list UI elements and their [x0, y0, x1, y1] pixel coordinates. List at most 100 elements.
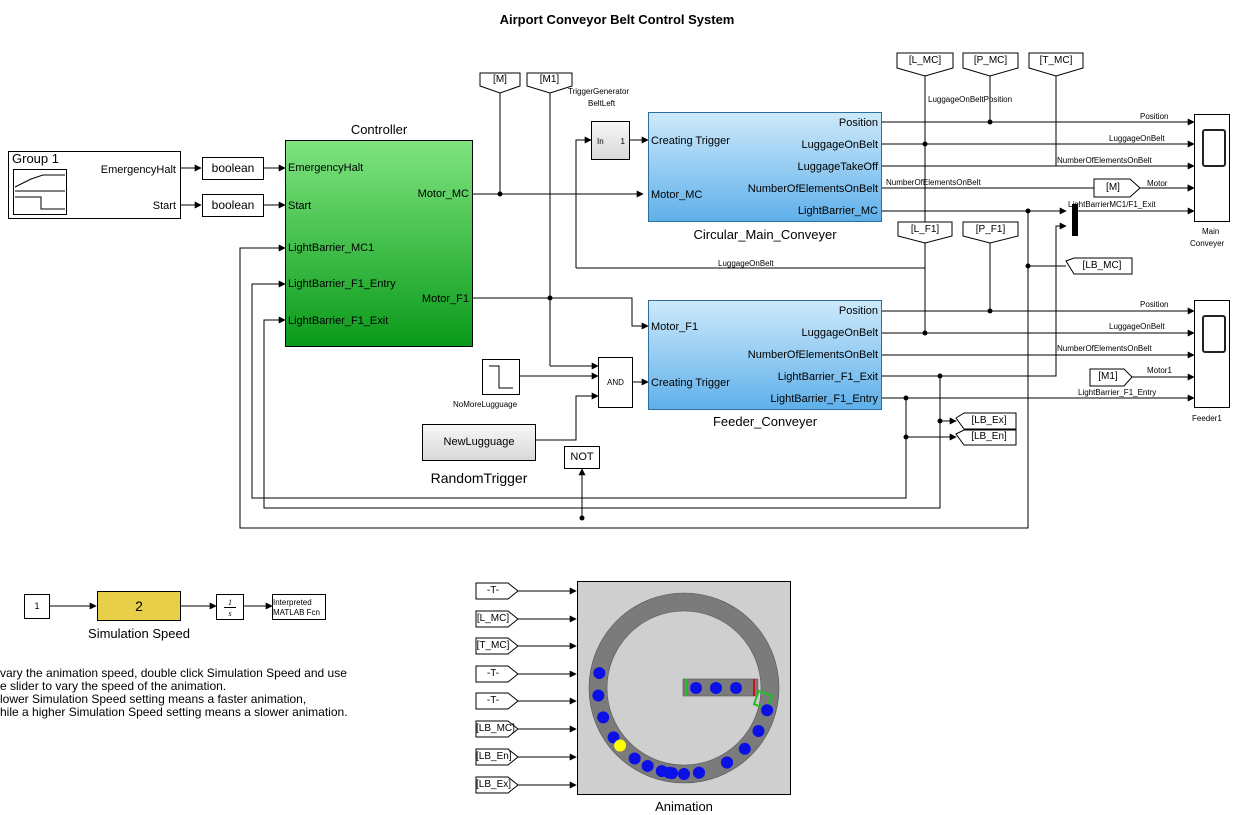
- wire-main-lb: LightBarrierMC1/F1_Exit: [1068, 200, 1156, 209]
- animation-block[interactable]: [577, 581, 791, 795]
- wire-main-numel2: NumberOfElementsOnBelt: [886, 178, 981, 187]
- group-name: Group 1: [12, 151, 59, 166]
- luggage-dot: [678, 768, 690, 780]
- wire-main-position: Position: [1140, 112, 1169, 121]
- feeder-luggage-dot: [710, 682, 722, 694]
- convert-emergencyhalt[interactable]: boolean: [202, 157, 264, 180]
- integrator-num: 1: [228, 598, 232, 607]
- feeder-out-numelements: NumberOfElementsOnBelt: [747, 349, 878, 361]
- simulation-speed-block[interactable]: 2: [97, 591, 181, 621]
- trigger-gen-label2: BeltLeft: [588, 99, 616, 108]
- note-line-1: vary the animation speed, double click S…: [0, 666, 347, 680]
- feeder-luggage-dot: [730, 682, 742, 694]
- goto-l-mc[interactable]: [L_MC]: [908, 55, 942, 66]
- feeder-in-creating-trigger: Creating Trigger: [651, 377, 730, 389]
- trigger-generator-block[interactable]: In 1: [591, 121, 630, 160]
- anim-from-2[interactable]: [L_MC]: [476, 613, 510, 624]
- goto-lb-mc[interactable]: [LB_MC]: [1082, 260, 1122, 271]
- no-more-label: NoMoreLugguage: [453, 400, 518, 409]
- anim-from-7[interactable]: [LB_En]: [476, 751, 512, 762]
- interp-line2: MATLAB Fcn: [273, 608, 320, 617]
- luggage-dot: [721, 756, 733, 769]
- integrator-den: s: [228, 609, 232, 618]
- feeder-scope-label: Feeder1: [1192, 414, 1222, 423]
- scope-screen-icon: [1202, 129, 1226, 167]
- wire-feed-luggage: LuggageOnBelt: [1109, 322, 1165, 331]
- luggage-dot: [761, 704, 774, 717]
- and-block[interactable]: AND: [598, 357, 633, 408]
- luggage-dot: [738, 742, 751, 755]
- feeder-conveyer-label: Feeder_Conveyer: [712, 414, 818, 429]
- controller-in-lb-f1-entry: LightBarrier_F1_Entry: [288, 278, 396, 290]
- from-m1[interactable]: [M1]: [1098, 371, 1118, 382]
- wire-main-motor: Motor: [1147, 179, 1168, 188]
- no-more-step-block[interactable]: [482, 359, 520, 395]
- controller-in-lb-mc1: LightBarrier_MC1: [288, 242, 375, 254]
- anim-from-3[interactable]: [T_MC]: [476, 640, 510, 651]
- luggage-dot: [655, 765, 668, 778]
- feeder-out-lb-f1-exit: LightBarrier_F1_Exit: [777, 371, 878, 383]
- convert-start[interactable]: boolean: [202, 194, 264, 217]
- anim-from-6[interactable]: [LB_MC]: [476, 723, 515, 734]
- controller-out-motor-mc: Motor_MC: [417, 188, 469, 200]
- controller-in-emergencyhalt: EmergencyHalt: [288, 162, 364, 174]
- feeder-scope[interactable]: [1194, 300, 1230, 408]
- not-block[interactable]: NOT: [564, 446, 600, 469]
- anim-from-5[interactable]: -T-: [486, 695, 500, 706]
- wire-feed-numel: NumberOfElementsOnBelt: [1057, 344, 1152, 353]
- goto-p-f1[interactable]: [P_F1]: [975, 224, 1006, 235]
- luggage-dot: [752, 725, 765, 737]
- feeder-in-motor-f1: Motor_F1: [651, 321, 699, 333]
- step-icon: [489, 365, 513, 389]
- goto-l-f1[interactable]: [L_F1]: [910, 224, 940, 235]
- trigger-gen-out: 1: [620, 137, 625, 146]
- luggage-dot: [597, 711, 610, 724]
- goto-lb-ex[interactable]: [LB_Ex]: [971, 415, 1007, 426]
- random-trigger-label: RandomTrigger: [430, 470, 528, 486]
- main-conveyer-label: Circular_Main_Conveyer: [693, 227, 837, 242]
- controller-block[interactable]: EmergencyHalt Start LightBarrier_MC1 Lig…: [285, 140, 473, 347]
- anim-from-4[interactable]: -T-: [486, 668, 500, 679]
- wire-luggage-position: LuggageOnBeltPosition: [928, 95, 1013, 104]
- interpreted-fcn-block[interactable]: Interpreted MATLAB Fcn: [272, 594, 326, 620]
- simulation-speed-label: Simulation Speed: [88, 626, 190, 641]
- feeder-out-position: Position: [838, 305, 878, 317]
- controller-in-lb-f1-exit: LightBarrier_F1_Exit: [288, 315, 389, 327]
- controller-label: Controller: [350, 122, 408, 137]
- luggage-dot: [666, 767, 679, 780]
- goto-m1[interactable]: [M1]: [539, 74, 560, 85]
- highlighted-luggage-dot: [614, 739, 627, 752]
- signal-waveform-icon: [13, 169, 67, 215]
- wire-luggage-mid: LuggageOnBelt: [718, 259, 774, 268]
- note-line-2: e slider to vary the speed of the animat…: [0, 679, 227, 693]
- goto-m[interactable]: [M]: [493, 74, 507, 85]
- group-output-start: Start: [152, 200, 176, 212]
- random-trigger-block[interactable]: NewLugguage: [422, 424, 536, 461]
- from-m[interactable]: [M]: [1106, 182, 1120, 193]
- integrator-block[interactable]: 1 s: [216, 594, 244, 620]
- feeder-conveyer-block[interactable]: Motor_F1 Creating Trigger Position Lugga…: [648, 300, 882, 410]
- wire-feed-position: Position: [1140, 300, 1169, 309]
- group-signal-builder[interactable]: Group 1 EmergencyHalt Start: [8, 151, 181, 219]
- constant-block[interactable]: 1: [24, 594, 50, 619]
- wire-feed-motor: Motor1: [1147, 366, 1172, 375]
- animation-view: [588, 592, 780, 784]
- group-output-emergencyhalt: EmergencyHalt: [100, 164, 176, 176]
- anim-from-8[interactable]: [LB_Ex]: [476, 779, 512, 790]
- main-conveyer-block[interactable]: Creating Trigger Motor_MC Position Lugga…: [648, 112, 882, 222]
- luggage-dot: [593, 667, 606, 680]
- main-scope[interactable]: [1194, 114, 1230, 222]
- main-out-lightbarrier-mc: LightBarrier_MC: [797, 205, 878, 217]
- feeder-out-luggageonbelt: LuggageOnBelt: [801, 327, 878, 339]
- goto-lb-en[interactable]: [LB_En]: [971, 431, 1007, 442]
- goto-p-mc[interactable]: [P_MC]: [973, 55, 1008, 66]
- goto-t-mc[interactable]: [T_MC]: [1039, 55, 1073, 66]
- main-in-motor-mc: Motor_MC: [651, 189, 703, 201]
- luggage-dot: [692, 766, 705, 779]
- feeder-out-lb-f1-entry: LightBarrier_F1_Entry: [770, 393, 878, 405]
- diagram-title: Airport Conveyor Belt Control System: [499, 12, 735, 27]
- anim-from-1[interactable]: -T-: [486, 585, 500, 596]
